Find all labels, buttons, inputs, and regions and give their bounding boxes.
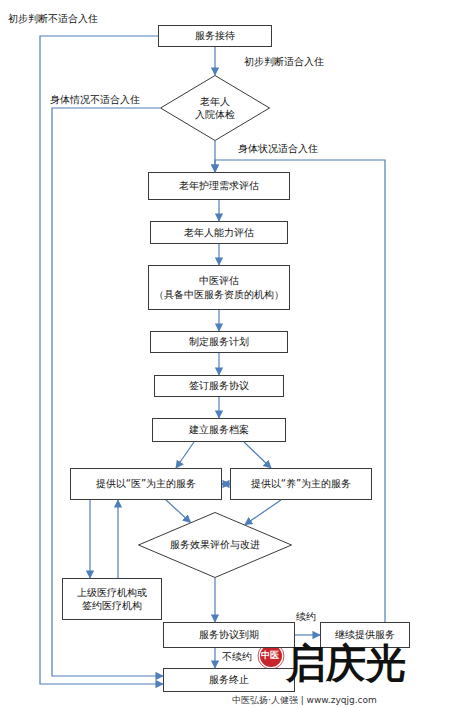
node-text: 制定服务计划 [189, 335, 249, 349]
node-text: 服务协议到期 [199, 628, 259, 642]
node-text: 老年人能力评估 [184, 226, 254, 240]
flow-arrow [214, 141, 215, 172]
decision-diamond: 服务效果评价与改进 [138, 512, 292, 578]
flow-arrow [244, 442, 271, 468]
flow-arrow [214, 578, 215, 622]
node-text: 服务接待 [195, 29, 235, 43]
flow-arrow [218, 397, 219, 418]
flow-arrow [218, 244, 219, 265]
edge-label: 初步判断不适合入住 [8, 13, 98, 26]
flow-arrow [245, 500, 281, 525]
process-box: 老年人能力评估 [150, 221, 288, 244]
process-box: 服务协议到期 [163, 622, 295, 648]
watermark-text: 启庆光 [286, 636, 406, 691]
process-box: 制定服务计划 [150, 331, 288, 353]
flow-arrow [214, 47, 215, 75]
diamond-outline [160, 75, 270, 141]
node-text: 上级医疗机构或 签约医疗机构 [65, 586, 159, 613]
watermark-badge [260, 645, 282, 667]
node-text: 服务终止 [209, 673, 249, 687]
flow-arrow [218, 353, 219, 375]
process-box: 中医评估（具备中医服务资质的机构） [148, 265, 290, 310]
watermark-text: 中医弘扬·人健强 | www.zyqjg.com [232, 694, 377, 707]
node-text: （具备中医服务资质的机构） [154, 288, 284, 302]
node-text: 建立服务档案 [189, 423, 249, 437]
flow-arrow [218, 310, 219, 331]
edge-label: 身体状况适合入住 [238, 143, 318, 156]
node-text: 老年护理需求评估 [179, 179, 259, 193]
process-box: 提供以“养”为主的服务 [230, 468, 372, 500]
node-text: 服务效果评价与改进 [170, 538, 260, 552]
flow-arrow [52, 108, 163, 676]
flow-arrow [166, 500, 191, 523]
process-box: 服务终止 [163, 668, 295, 692]
node-text: 老年人 入院体检 [181, 95, 249, 122]
edge-label: 不续约 [222, 651, 252, 664]
process-box: 签订服务协议 [154, 375, 284, 397]
edge-label: 初步判断适合入住 [244, 56, 324, 69]
node-text: 签订服务协议 [189, 379, 249, 393]
flow-arrow [117, 500, 118, 578]
flow-arrow [222, 483, 230, 484]
watermark-text: 中医 [261, 649, 279, 662]
process-box: 老年护理需求评估 [148, 172, 290, 200]
edge-label: 续约 [296, 611, 316, 624]
node-text: 中医评估 [199, 274, 239, 288]
node-text: 提供以“养”为主的服务 [251, 477, 351, 491]
flow-arrow [214, 648, 215, 668]
decision-diamond: 老年人 入院体检 [160, 75, 270, 141]
node-text: 提供以“医”为主的服务 [96, 477, 196, 491]
flow-arrow [40, 36, 163, 684]
process-box: 建立服务档案 [152, 418, 286, 442]
process-box: 提供以“医”为主的服务 [70, 468, 222, 500]
flow-arrow [176, 442, 194, 468]
flow-arrow [89, 500, 90, 578]
flow-arrow [295, 634, 320, 635]
process-box: 上级医疗机构或 签约医疗机构 [62, 578, 162, 620]
edge-label: 身体情况不适合入住 [50, 94, 140, 107]
process-box: 服务接待 [158, 25, 272, 47]
flow-arrow [218, 200, 219, 221]
